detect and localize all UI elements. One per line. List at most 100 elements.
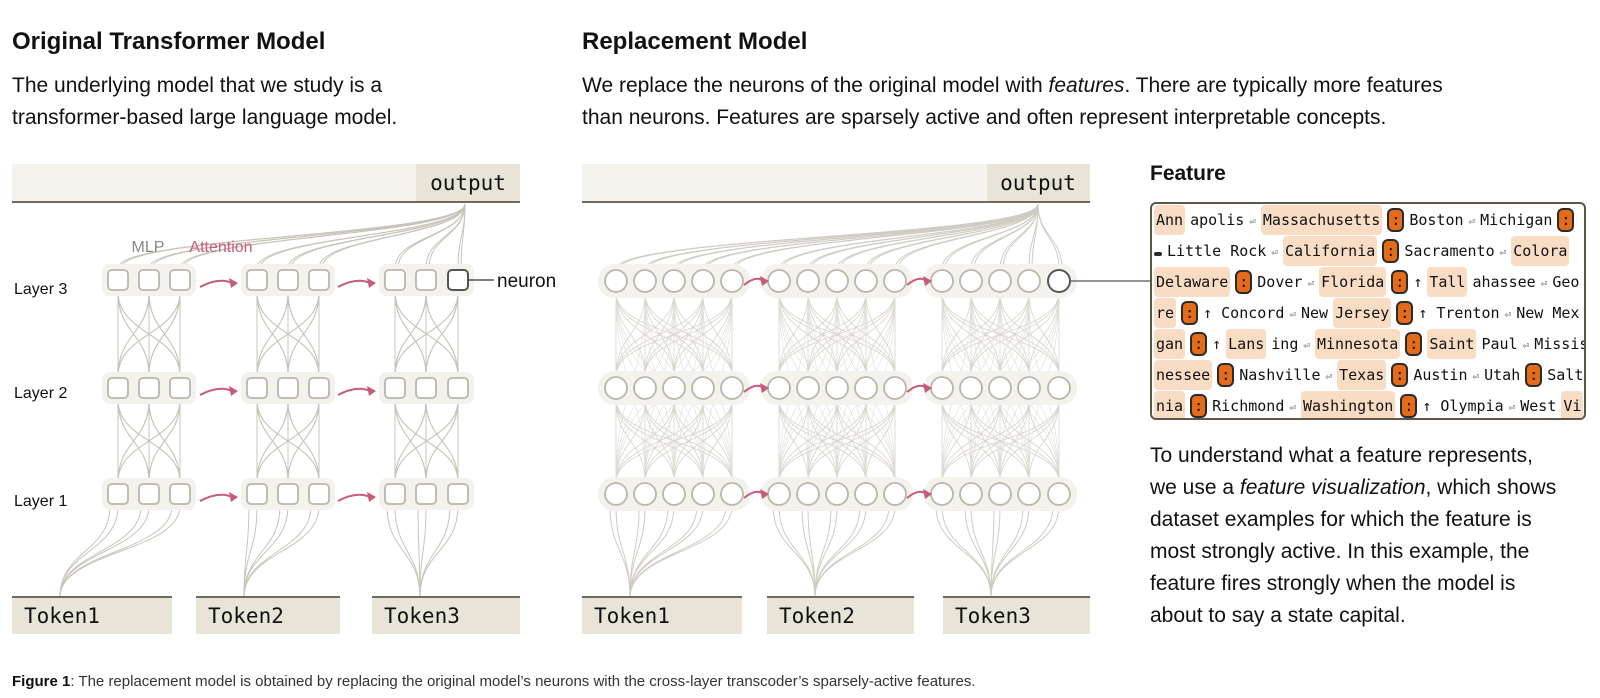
- figure-caption: Figure 1: The replacement model is obtai…: [12, 673, 976, 690]
- connection: [676, 203, 1039, 270]
- connection-lines: [59, 203, 1063, 598]
- activation-token: :: [1396, 301, 1414, 325]
- connection: [990, 505, 1024, 598]
- arrow-head: [229, 492, 238, 502]
- connection: [59, 505, 181, 598]
- example-token: Colora: [1511, 236, 1570, 266]
- feature-node: [662, 376, 686, 400]
- activation-token: :: [1181, 301, 1199, 325]
- feature-node: [854, 269, 878, 293]
- feature-node: [959, 482, 983, 506]
- activation-token: :: [1557, 208, 1575, 232]
- connection: [120, 203, 466, 269]
- left-description: The underlying model that we study is a …: [12, 70, 397, 134]
- attention-arrow: [337, 493, 371, 502]
- activation-token: :: [1190, 332, 1208, 356]
- connection: [417, 505, 421, 598]
- connection: [256, 399, 320, 483]
- example-token: Missis: [1534, 335, 1586, 353]
- connection: [425, 399, 459, 483]
- feature-node: [930, 376, 954, 400]
- feature-node: [883, 269, 907, 293]
- neuron-node: [107, 269, 129, 291]
- mlp-label: MLP: [132, 239, 165, 256]
- attention-arrow: [199, 279, 233, 288]
- example-token: Michigan: [1480, 211, 1553, 229]
- connection: [1037, 203, 1063, 270]
- example-token: New: [1301, 304, 1329, 322]
- connection: [460, 203, 466, 269]
- connection: [970, 399, 1060, 483]
- example-token: ⏎: [1499, 246, 1507, 259]
- token-box-right: [582, 598, 742, 634]
- example-token: ⏎: [1303, 339, 1310, 352]
- arrow-head: [367, 386, 376, 396]
- neuron-node: [169, 377, 191, 399]
- connection: [810, 203, 1039, 270]
- arrow-head: [923, 383, 932, 393]
- arrow-head: [760, 383, 769, 393]
- example-token: Utah: [1484, 366, 1521, 384]
- token-label: Token2: [208, 604, 284, 628]
- activation-token: :: [1387, 208, 1405, 232]
- connection: [397, 203, 466, 269]
- connection: [425, 291, 459, 377]
- neuron-node: [308, 269, 330, 291]
- example-token: New Mex: [1516, 304, 1580, 322]
- example-token: ⏎: [1504, 308, 1512, 321]
- feature-node: [825, 376, 849, 400]
- feature-node: [1047, 376, 1071, 400]
- arrow-head: [760, 276, 769, 286]
- connection: [814, 505, 890, 598]
- feature-node: [662, 482, 686, 506]
- connection: [814, 505, 896, 598]
- feature-node: [930, 482, 954, 506]
- connection: [935, 505, 992, 598]
- activation-token: :: [1405, 332, 1423, 356]
- neuron-node: [138, 483, 160, 505]
- neuron-node: [246, 269, 268, 291]
- neuron-node: [384, 483, 406, 505]
- connection: [1028, 292, 1060, 377]
- connection: [615, 292, 646, 377]
- neuron-node: [246, 377, 268, 399]
- connection: [941, 399, 1060, 483]
- output-box: [416, 164, 520, 202]
- example-token: Washington: [1301, 391, 1396, 418]
- feature-desc-l2-em: feature visualization: [1239, 476, 1426, 499]
- connection: [615, 292, 704, 377]
- feature-desc-l2-post: , which shows: [1425, 476, 1557, 499]
- connection: [778, 292, 809, 377]
- connection: [148, 399, 181, 483]
- connection: [772, 505, 816, 598]
- neuron-node: [107, 483, 129, 505]
- left-desc-line2: transformer-based large language model.: [12, 106, 398, 129]
- connection: [868, 203, 1039, 270]
- feature-node: [883, 482, 907, 506]
- example-token: ⏎: [1249, 215, 1256, 228]
- example-token: gan: [1154, 329, 1186, 359]
- connection: [644, 292, 733, 377]
- neuron-node: [415, 483, 437, 505]
- connection: [386, 505, 421, 598]
- feature-node: [767, 482, 791, 506]
- token-box: [196, 598, 340, 634]
- feature-example-row: nessee:Nashville⏎Texas:Austin⏎Utah:Salt: [1154, 360, 1584, 390]
- neuron-node: [246, 483, 268, 505]
- neuron-node: [447, 483, 469, 505]
- attention-arrow: [199, 493, 233, 502]
- connection: [839, 203, 1039, 270]
- feature-node: [633, 376, 657, 400]
- feature-node: [825, 482, 849, 506]
- example-token: Austin: [1413, 366, 1468, 384]
- token-label: Token1: [24, 604, 100, 628]
- feature-node: [796, 269, 820, 293]
- connection: [394, 291, 427, 377]
- connection: [615, 505, 631, 598]
- activation-token: :: [1391, 270, 1409, 294]
- feature-desc-l6: about to say a state capital.: [1150, 604, 1406, 627]
